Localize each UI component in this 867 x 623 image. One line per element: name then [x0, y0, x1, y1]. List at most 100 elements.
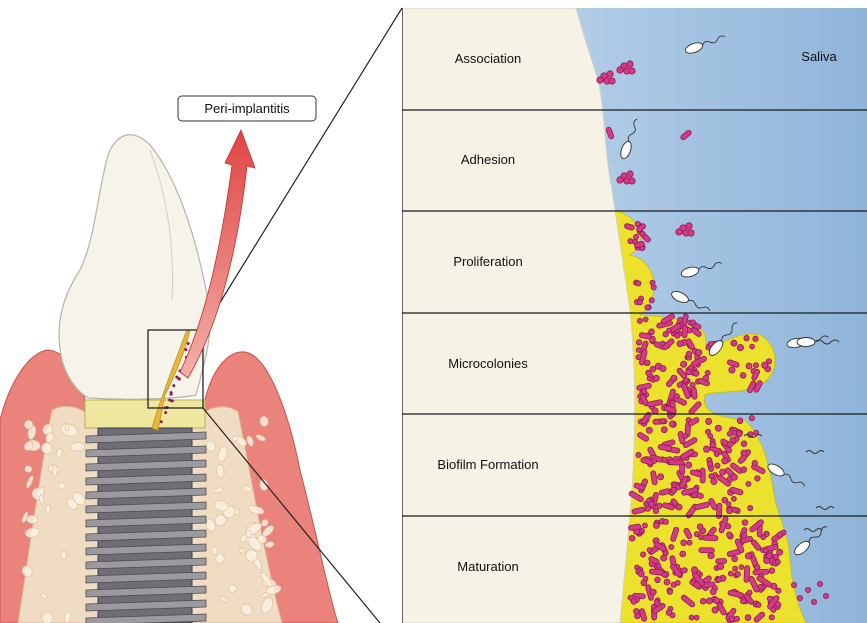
coccus — [650, 366, 656, 372]
coccus — [660, 419, 665, 424]
coccus — [706, 598, 712, 604]
stage-label-adhesion: Adhesion — [461, 152, 515, 167]
coccus — [669, 545, 674, 550]
coccus — [746, 481, 751, 486]
coccus — [666, 328, 671, 333]
coccus — [710, 442, 716, 448]
coccus — [631, 599, 637, 605]
bone-pore — [246, 530, 252, 537]
coccus — [708, 434, 713, 439]
coccus — [732, 431, 737, 436]
coccus — [627, 171, 633, 177]
coccus — [669, 421, 675, 427]
coccus — [643, 317, 648, 322]
coccus — [730, 437, 736, 443]
coccus — [675, 394, 680, 399]
coccus — [753, 336, 758, 341]
coccus — [661, 427, 667, 433]
stage-label-maturation: Maturation — [457, 559, 518, 574]
coccus — [652, 408, 658, 414]
coccus — [771, 607, 776, 612]
coccus — [642, 523, 647, 528]
coccus — [662, 573, 667, 578]
coccus — [811, 599, 816, 604]
coccus — [697, 524, 703, 530]
coccus — [708, 553, 714, 559]
saliva-label: Saliva — [801, 49, 837, 64]
coccus — [627, 61, 633, 67]
coccus — [761, 535, 766, 540]
coccus — [653, 375, 659, 381]
coccus — [690, 382, 695, 387]
coccus — [636, 340, 642, 346]
coccus — [629, 178, 635, 184]
coccus — [769, 615, 774, 620]
coccus — [715, 425, 721, 431]
coccus — [691, 567, 697, 573]
callout-label: Peri-implantitis — [204, 101, 290, 116]
coccus — [740, 373, 746, 379]
coccus — [629, 535, 635, 541]
coccus — [633, 234, 638, 239]
coccus — [645, 305, 650, 310]
coccus — [777, 549, 783, 555]
coccus — [703, 446, 709, 452]
coccus — [686, 351, 692, 357]
coccus — [681, 540, 687, 546]
stage-label-biofilm-formation: Biofilm Formation — [437, 457, 538, 472]
coccus — [706, 418, 712, 424]
coccus — [769, 568, 775, 574]
coccus — [728, 571, 733, 576]
coccus — [640, 231, 645, 236]
coccus — [607, 71, 613, 77]
coccus — [664, 579, 670, 585]
coccus — [714, 452, 719, 457]
plaque-dot — [168, 398, 171, 401]
coccus — [689, 615, 694, 620]
coccus — [681, 361, 687, 367]
coccus — [729, 367, 735, 373]
coccus — [755, 476, 760, 481]
coccus — [823, 593, 828, 598]
cell-body — [797, 338, 815, 347]
coccus — [739, 565, 744, 570]
coccus — [597, 77, 603, 83]
coccus — [722, 458, 728, 464]
plaque-dot — [187, 342, 190, 345]
implant-illustration — [0, 135, 338, 623]
coccus — [650, 280, 655, 285]
biofilm-stages-panel — [402, 8, 867, 623]
coccus — [714, 598, 720, 604]
coccus — [658, 474, 664, 480]
peri-implantitis-callout: Peri-implantitis — [178, 96, 316, 121]
coccus — [722, 497, 728, 503]
coccus — [647, 376, 652, 381]
rod-bacterium — [682, 325, 687, 338]
coccus — [646, 427, 652, 433]
coccus — [641, 389, 646, 394]
implant-abutment — [85, 400, 205, 428]
coccus — [660, 365, 666, 371]
coccus — [715, 463, 720, 468]
coccus — [777, 532, 783, 538]
coccus — [748, 506, 753, 511]
coccus — [727, 508, 733, 514]
plaque-dot — [175, 376, 178, 379]
coccus — [773, 554, 779, 560]
coccus — [741, 450, 747, 456]
coccus — [637, 318, 642, 323]
coccus — [637, 300, 642, 305]
coccus — [694, 615, 699, 620]
coccus — [634, 608, 640, 614]
coccus — [707, 461, 712, 466]
coccus — [676, 504, 682, 510]
coccus — [741, 467, 747, 473]
coccus — [744, 335, 749, 340]
rod-bacterium — [702, 535, 718, 541]
coccus — [727, 532, 733, 538]
coccus — [629, 68, 635, 74]
coccus — [636, 452, 641, 457]
coccus — [636, 281, 641, 286]
stage-label-microcolonies: Microcolonies — [448, 356, 528, 371]
bone-pore — [60, 551, 66, 559]
